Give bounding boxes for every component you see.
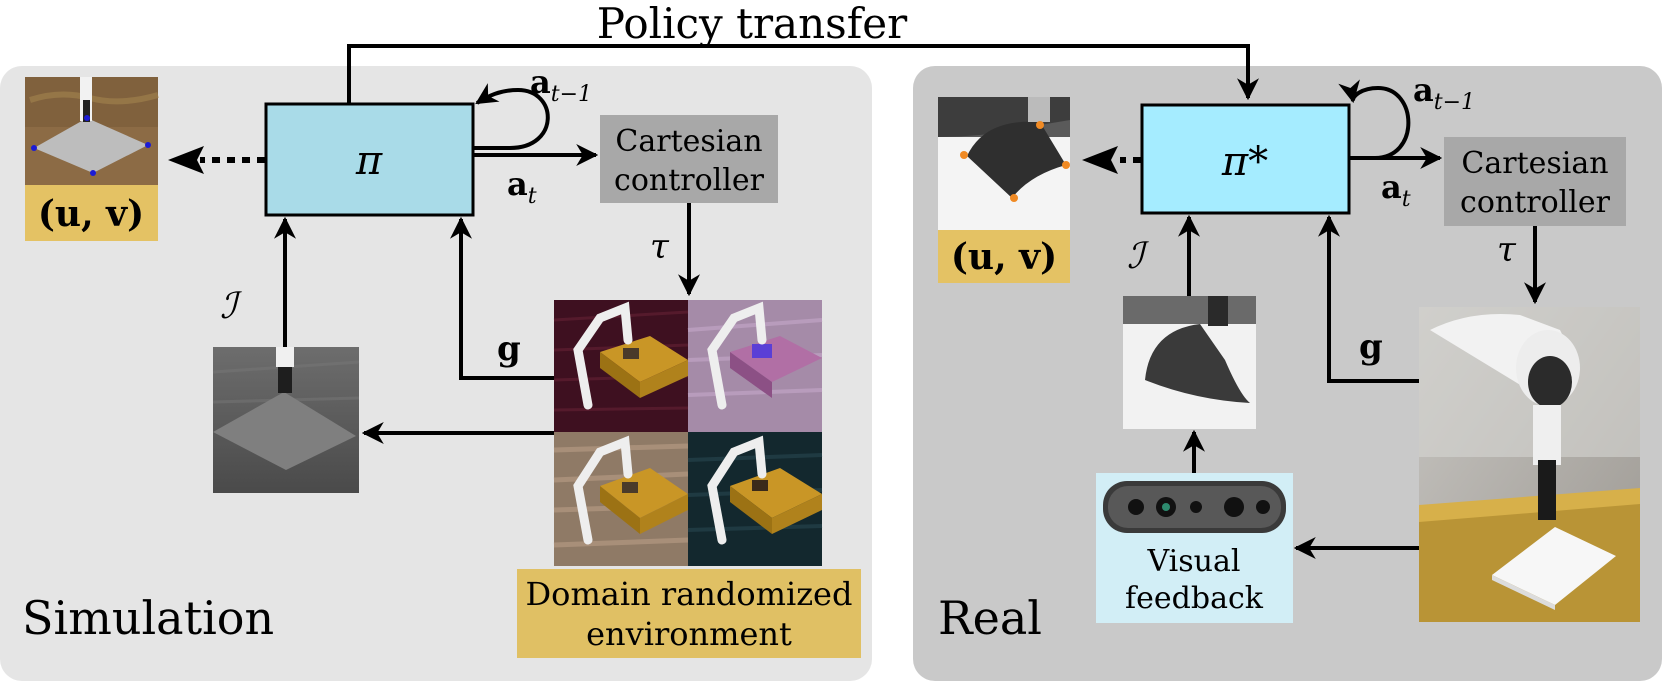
sim-keypoint-label: (u, v) (38, 193, 144, 235)
sim-torque-label: τ (650, 227, 670, 267)
real-keypoint-label: (u, v) (951, 236, 1057, 278)
sim-controller-box (600, 115, 778, 203)
real-action-label: at (1381, 168, 1411, 212)
sim-prev-action-label: at−1 (530, 63, 592, 107)
real-keypoint-image (938, 97, 1070, 230)
real-camera-line1: Visual (1147, 544, 1241, 579)
sim-policy-label: π (355, 138, 383, 184)
simulation-label: Simulation (22, 591, 274, 645)
real-goal-label: g (1359, 327, 1383, 367)
real-goal-arrow (1318, 214, 1419, 383)
sim-camera-image (212, 347, 360, 493)
real-controller-line1: Cartesian (1461, 146, 1608, 181)
sim-env-box (517, 569, 861, 658)
real-label: Real (938, 591, 1042, 645)
camera-icon (1103, 481, 1286, 533)
sim-goal-label: g (497, 329, 521, 369)
real-controller-line2: controller (1460, 185, 1611, 220)
real-controller-box (1444, 137, 1626, 226)
real-keypoint-box (938, 230, 1070, 283)
policy-transfer-arrow (347, 44, 1259, 104)
real-torque-label: τ (1497, 230, 1517, 270)
sim-action-label: at (507, 165, 537, 209)
sim-policy-box (264, 102, 475, 217)
policy-transfer-title: Policy transfer (597, 0, 908, 48)
real-recurrent-loop (1338, 79, 1411, 160)
sim-keypoint-image (25, 77, 159, 185)
sim-recurrent-loop (473, 83, 550, 150)
sim-keypoint-arrowhead (168, 146, 204, 174)
sim-controller-line1: Cartesian (615, 124, 762, 159)
sim-env-line1: Domain randomized (526, 575, 853, 613)
real-camera-line2: feedback (1125, 581, 1264, 616)
sim-randomized-grid (553, 300, 823, 566)
real-keypoint-arrowhead (1082, 146, 1118, 174)
sim-keypoint-box (25, 185, 158, 241)
sim-controller-line2: controller (614, 163, 765, 198)
real-policy-label: π* (1221, 139, 1268, 185)
sim-goal-arrow (450, 216, 554, 380)
sim-env-line2: environment (586, 615, 792, 653)
real-prev-action-label: at−1 (1413, 71, 1475, 115)
real-robot-photo (1419, 307, 1640, 622)
real-camera-image (1123, 296, 1256, 429)
